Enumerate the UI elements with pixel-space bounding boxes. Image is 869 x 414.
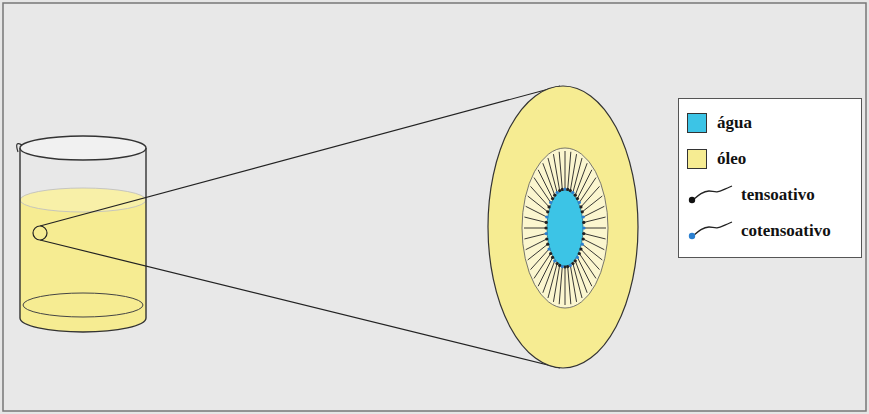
- chain-line: [543, 163, 555, 195]
- chain-line: [573, 263, 582, 298]
- chain-line: [526, 239, 547, 250]
- beaker: [17, 136, 146, 332]
- head-dot: [545, 232, 548, 235]
- head-dot: [582, 232, 585, 235]
- legend-row: cotensoativo: [685, 213, 855, 249]
- micelle-zoom: [488, 86, 638, 368]
- head-dot: [546, 243, 549, 246]
- head-dot: [571, 191, 574, 194]
- head-dot: [545, 215, 548, 218]
- chain-line: [565, 151, 566, 189]
- head-dot: [553, 194, 556, 197]
- head-dot: [551, 256, 554, 259]
- chain-line: [573, 158, 582, 193]
- chain-line: [559, 267, 562, 305]
- legend-text: tensoativo: [741, 185, 815, 205]
- chain-line: [579, 178, 596, 203]
- head-dot: [581, 210, 584, 213]
- legend-text: cotensoativo: [741, 221, 831, 241]
- legend-text: óleo: [717, 149, 746, 169]
- head-dot: [579, 247, 582, 250]
- legend-row: água: [685, 105, 855, 141]
- chain-line: [583, 206, 604, 217]
- chain-line: [568, 152, 571, 190]
- head-dot: [556, 191, 559, 194]
- head-dot: [582, 215, 585, 218]
- legend-text: água: [717, 113, 752, 133]
- head-dot: [549, 252, 552, 255]
- legend-row: óleo: [685, 141, 855, 177]
- chain-line: [534, 254, 551, 279]
- legend-box: água óleo tensoativo cotensoativo: [678, 98, 862, 258]
- chain-line: [559, 152, 562, 190]
- surfactant-heads: [544, 187, 585, 268]
- legend-swatch: [687, 113, 707, 133]
- chain-line: [528, 196, 548, 212]
- chain-line: [553, 154, 559, 190]
- chain-line: [524, 234, 546, 239]
- head-dot: [546, 210, 549, 213]
- chain-line: [570, 265, 576, 301]
- head-dot: [569, 189, 572, 192]
- head-dot: [547, 247, 550, 250]
- head-dot: [581, 243, 584, 246]
- head-dot: [544, 226, 547, 229]
- head-dot: [563, 265, 566, 268]
- chain-line: [568, 267, 571, 305]
- head-dot: [549, 201, 552, 204]
- head-dot: [582, 221, 585, 224]
- head-dot: [576, 197, 579, 200]
- chain-line: [584, 217, 606, 222]
- surfactant-chains: [524, 151, 606, 305]
- head-dot: [558, 264, 561, 267]
- legend-sample: [685, 180, 735, 210]
- head-dot: [576, 256, 579, 259]
- chain-line: [584, 228, 606, 229]
- legend-swatch: [687, 149, 707, 169]
- head-dot: [551, 197, 554, 200]
- chain-line: [548, 263, 557, 298]
- chain-line: [531, 249, 550, 270]
- head-dot: [582, 237, 585, 240]
- head-dot: [578, 201, 581, 204]
- chain-line: [582, 196, 602, 212]
- chain-line: [575, 261, 587, 293]
- head-dot: [553, 259, 556, 262]
- head-dot: [563, 187, 566, 190]
- chain-line: [584, 234, 606, 239]
- chain-line: [565, 267, 566, 305]
- chain-line: [524, 217, 546, 222]
- chain-line: [570, 154, 576, 190]
- head-dot: [582, 226, 585, 229]
- head-dot: [579, 205, 582, 208]
- head-dot: [574, 194, 577, 197]
- legend-sample: [685, 216, 735, 246]
- chain-line: [553, 265, 559, 301]
- head-dot: [561, 188, 564, 191]
- chain-line: [528, 244, 548, 260]
- chain-line: [582, 244, 602, 260]
- chain-line: [583, 239, 604, 250]
- head-dot: [566, 265, 569, 268]
- head-dot: [545, 237, 548, 240]
- head-dot: [547, 205, 550, 208]
- head-dot: [545, 221, 548, 224]
- head-dot: [574, 259, 577, 262]
- chain-line: [581, 186, 600, 207]
- head-dot: [571, 262, 574, 265]
- head-dot: [578, 252, 581, 255]
- frame: [3, 3, 866, 411]
- chain-line: [524, 228, 546, 229]
- chain-line: [526, 206, 547, 217]
- chain-line: [548, 158, 557, 193]
- zoom-lines: [33, 86, 560, 368]
- legend-row: tensoativo: [685, 177, 855, 213]
- head-dot: [556, 262, 559, 265]
